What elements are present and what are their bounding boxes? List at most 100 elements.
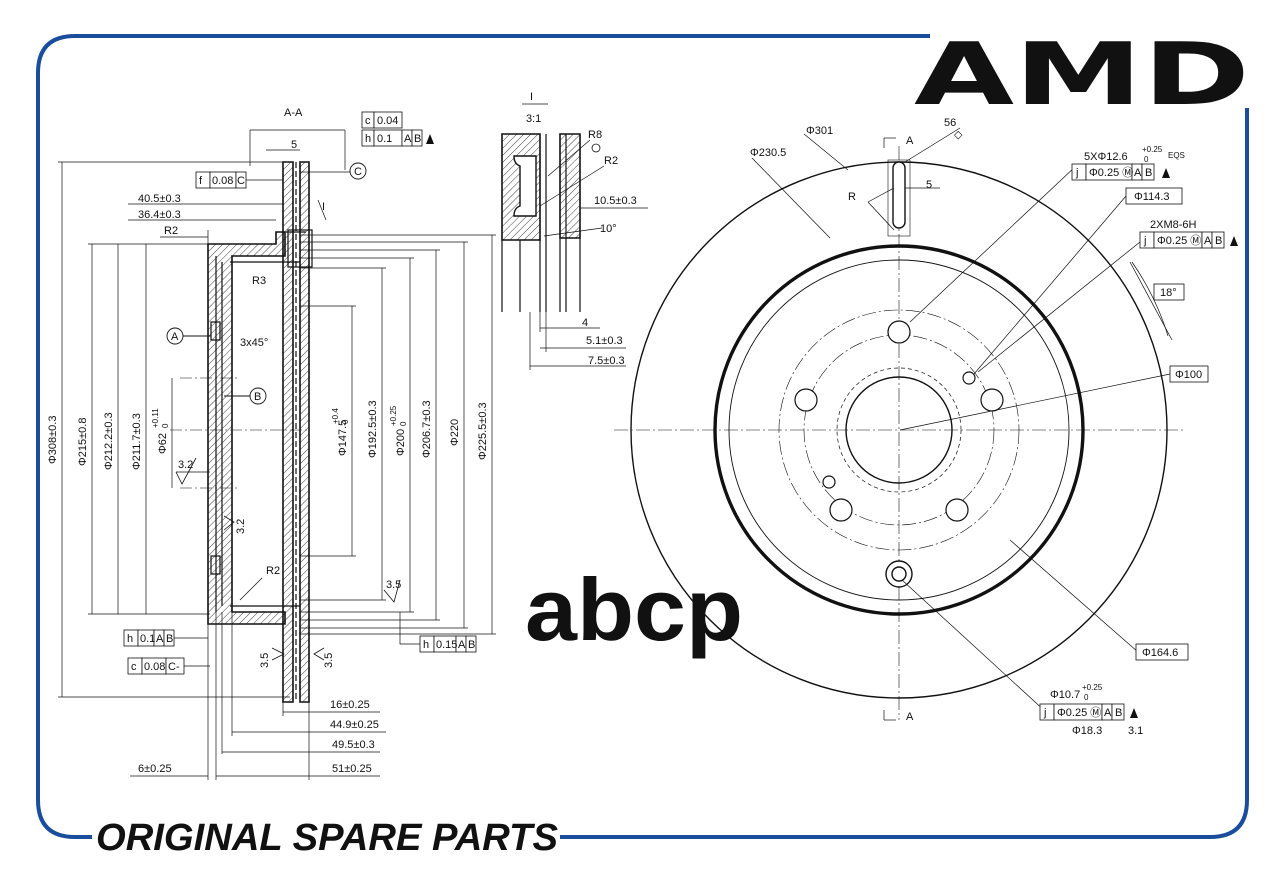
center-bore (845, 376, 953, 484)
svg-text:C: C (237, 175, 245, 187)
svg-text:0.04: 0.04 (377, 115, 398, 127)
detail-view: I 3:1 (501, 91, 648, 370)
svg-text:j: j (1075, 167, 1078, 179)
svg-text:B: B (468, 639, 475, 651)
svg-text:A: A (404, 133, 412, 145)
svg-text:h: h (127, 633, 133, 645)
datum-b-label: B (254, 391, 261, 403)
rough-b: 3.2 (235, 519, 247, 534)
svg-text:0: 0 (1144, 155, 1149, 164)
detail-ref: I (530, 91, 533, 103)
rough-31: 3.1 (1128, 725, 1143, 737)
dim-d212: Φ212.2±0.3 (103, 412, 115, 470)
detail-angle10: 10° (600, 223, 617, 235)
dim-d10-7: Φ10.7 (1050, 689, 1080, 701)
svg-text:0.08: 0.08 (144, 661, 165, 673)
svg-text:B: B (166, 633, 173, 645)
svg-text:f: f (199, 175, 203, 187)
dim-16: 16±0.25 (330, 699, 370, 711)
svg-text:A: A (156, 633, 164, 645)
dim-d215: Φ215±0.8 (77, 418, 89, 466)
dim-44-9: 44.9±0.25 (330, 719, 379, 731)
detail-scale: 3:1 (526, 113, 541, 125)
section-body (207, 161, 310, 703)
frame (36, 34, 1249, 839)
dim-d18-3: Φ18.3 (1072, 725, 1102, 737)
svg-text:j: j (1143, 235, 1146, 247)
label-detail-ref: I (322, 201, 325, 213)
thread-spec: 2XM8-6H (1150, 219, 1197, 231)
svg-text:0.1: 0.1 (140, 633, 155, 645)
detail-r8: R8 (588, 129, 602, 141)
angle-18: 18° (1160, 287, 1177, 299)
svg-text:0.1: 0.1 (377, 133, 392, 145)
svg-text:Φ0.25 Ⓜ: Φ0.25 Ⓜ (1057, 706, 1101, 719)
dim-d62-tol-up: +0.11 (151, 408, 160, 428)
detail-10-5: 10.5±0.3 (594, 195, 637, 207)
svg-text:h: h (423, 639, 429, 651)
dim-d230: Φ230.5 (750, 147, 786, 159)
svg-text:B: B (1145, 167, 1152, 179)
svg-text:Φ0.25 Ⓜ: Φ0.25 Ⓜ (1089, 166, 1133, 179)
svg-text:A: A (458, 639, 466, 651)
datum-c-label: C (354, 166, 362, 178)
detail-5-1: 5.1±0.3 (586, 335, 623, 347)
dim-d200: Φ200 (395, 429, 407, 456)
rough-a: 3.2 (178, 459, 193, 471)
section-a-top: A (906, 135, 914, 147)
dim-d164: Φ164.6 (1142, 647, 1178, 659)
dim-d147-tol-up: +0.4 (331, 408, 340, 424)
detail-7-5: 7.5±0.3 (588, 355, 625, 367)
bolt-holes (794, 320, 1004, 522)
label-r2-top: R2 (164, 225, 178, 237)
svg-text:C-: C- (168, 661, 180, 673)
dim-d206: Φ206.7±0.3 (421, 400, 433, 458)
dim-d147-tol-lo: 0 (341, 419, 350, 424)
dim-width-5: 5 (291, 139, 297, 151)
dim-d301: Φ301 (806, 125, 833, 137)
footer-text: ORIGINAL SPARE PARTS (96, 817, 558, 859)
svg-text:A: A (1104, 707, 1112, 719)
fcf-h-top (361, 129, 423, 147)
dim-d62: Φ62 (157, 433, 169, 454)
detail-body (501, 133, 581, 241)
svg-text:A: A (1204, 235, 1212, 247)
datum-a-label: A (171, 331, 179, 343)
fcf-j3 (1039, 703, 1125, 721)
svg-text:AMD: AMD (914, 25, 1250, 125)
thread-holes (822, 371, 976, 489)
label-r2-bottom: R2 (266, 565, 280, 577)
label-r3: R3 (252, 275, 266, 287)
rough-c: 3.5 (386, 579, 401, 591)
dim-d100: Φ100 (1175, 369, 1202, 381)
section-view: A-A (47, 107, 496, 780)
vent-slot (892, 161, 906, 229)
label-chamfer: 3x45° (240, 337, 268, 349)
dim-d192: Φ192.5±0.3 (367, 400, 379, 458)
svg-text:0.08: 0.08 (212, 175, 233, 187)
dim-d225: Φ225.5±0.3 (477, 402, 489, 460)
rough-d: 3.5 (259, 653, 271, 668)
label-r: R (848, 191, 856, 203)
dim-d220: Φ220 (449, 419, 461, 446)
dim-49-5: 49.5±0.3 (332, 739, 375, 751)
svg-text:c: c (365, 115, 371, 127)
dim-d62-tol-lo: 0 (161, 423, 170, 428)
svg-text:h: h (365, 133, 371, 145)
amd-logo: AMD (914, 25, 1250, 125)
dim-d211: Φ211.7±0.3 (131, 413, 143, 470)
svg-text:EQS: EQS (1168, 151, 1185, 160)
svg-text:Φ0.25 Ⓜ: Φ0.25 Ⓜ (1157, 234, 1201, 247)
svg-text:+0.25: +0.25 (1142, 145, 1163, 154)
fcf-f (195, 171, 247, 189)
hat-edge (713, 244, 1085, 616)
svg-text:c: c (131, 661, 137, 673)
section-a-bottom: A (906, 711, 914, 723)
rough-e: 3.5 (323, 653, 335, 668)
svg-text:B: B (414, 133, 421, 145)
svg-text:0: 0 (1084, 693, 1089, 702)
fcf-c-top (361, 111, 403, 129)
fcf-h-right (419, 635, 477, 653)
fcf-j1 (1071, 163, 1155, 181)
